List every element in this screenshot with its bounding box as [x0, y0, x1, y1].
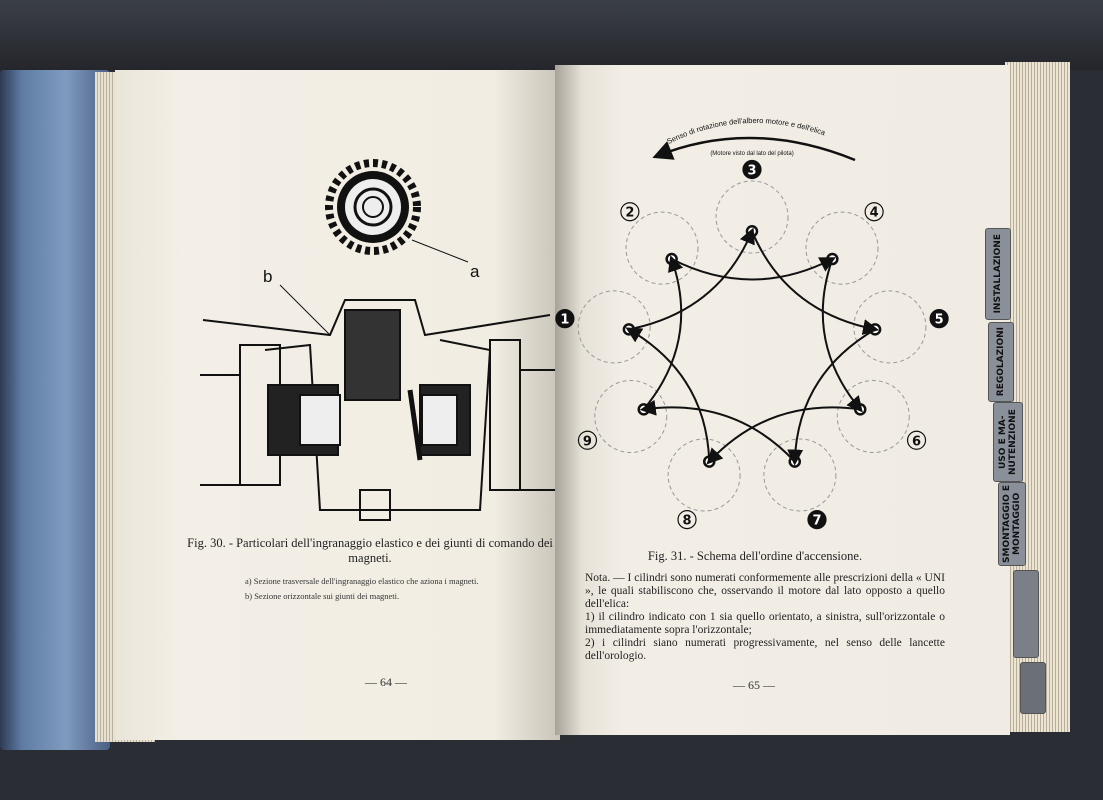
note-item-1: 1) il cilindro indicato con 1 sia quello…	[585, 611, 945, 636]
firing-order-arrow	[671, 257, 836, 281]
cylinder-outline	[805, 211, 879, 285]
cylinder-number-badge	[577, 430, 598, 450]
firing-order-arrow	[751, 230, 880, 335]
note-paragraph: Nota. — I cilindri sono numerati conform…	[585, 572, 945, 610]
firing-order-arrow	[628, 227, 755, 331]
book-cover	[0, 70, 110, 750]
right-page	[555, 65, 1010, 735]
cylinder-number-badge	[555, 309, 575, 329]
tab-regolazioni[interactable]: REGOLAZIONI	[988, 322, 1014, 402]
rotation-arrow	[652, 136, 856, 162]
tab-6[interactable]	[1020, 662, 1046, 714]
cylinder-number: 2	[625, 206, 634, 221]
firing-order-arrow	[706, 406, 861, 465]
cylinder-outline	[577, 290, 651, 364]
diagram-subtitle: (Motore visto dal lato del pilota)	[710, 151, 793, 157]
firing-order-arrow	[639, 399, 796, 463]
background	[0, 0, 1103, 70]
tab-uso-e-manutenzione[interactable]: USO E MA- NUTENZIONE	[993, 402, 1023, 482]
cylinder-outline	[667, 438, 741, 512]
firing-order-arrow	[821, 258, 863, 413]
label-b: b	[263, 267, 272, 286]
firing-order-arrow	[625, 327, 711, 462]
note-text: Nota. — I cilindri sono numerati conform…	[585, 572, 945, 663]
cylinder-outline	[715, 180, 789, 254]
fig30-legend-a: a) Sezione trasversale dell'ingranaggio …	[245, 576, 479, 586]
cylinder-number-badge	[677, 510, 697, 530]
cylinder-number-badge	[864, 202, 884, 222]
tab-5[interactable]	[1013, 570, 1039, 658]
cylinder-number: 3	[747, 164, 756, 179]
cylinder-outline	[594, 380, 668, 453]
cylinder-outline	[836, 380, 910, 453]
firing-order-arrow	[787, 328, 876, 466]
cylinder-outline	[853, 290, 927, 364]
cylinder-number-badge	[929, 309, 949, 329]
cylinder-number: 7	[812, 514, 821, 529]
cylinder-number: 4	[870, 206, 879, 221]
gear-section-drawing	[200, 299, 555, 521]
cylinder-number: 8	[682, 514, 691, 529]
note-item-2: 2) i cilindri siano numerati progressiva…	[585, 637, 945, 662]
cylinder-number: 1	[560, 313, 569, 328]
cylinder-number: 6	[912, 434, 921, 449]
cylinder-number-badge	[620, 202, 640, 222]
cylinder-outline	[763, 438, 837, 512]
diagram-title-text: Senso di rotazione dell'albero motore e …	[665, 116, 827, 146]
firing-order-arrow	[642, 255, 684, 411]
page-number-right: — 65 —	[733, 678, 775, 692]
tab-smontaggio-e-montaggio[interactable]: SMONTAGGIO E MONTAGGIO	[998, 482, 1026, 566]
cylinder-number-badge	[742, 159, 762, 180]
label-a: a	[470, 262, 480, 281]
page-number-left: — 64 —	[365, 675, 407, 689]
cylinder-number-badge	[807, 510, 827, 530]
cylinder-outline	[625, 211, 699, 285]
fig31-caption: Fig. 31. - Schema dell'ordine d'accensio…	[647, 549, 863, 563]
cylinder-number: 9	[583, 434, 592, 449]
diagram-title: Senso di rotazione dell'albero motore e …	[665, 116, 827, 146]
fig30-legend-b: b) Sezione orizzontale sui giunti dei ma…	[245, 591, 400, 601]
fig30-caption: Fig. 30. - Particolari dell'ingranaggio …	[187, 536, 553, 565]
tab-installazione[interactable]: INSTALLAZIONE	[985, 228, 1011, 320]
gear-icon	[325, 159, 421, 255]
cylinder-number-badge	[906, 430, 927, 450]
cylinder-number: 5	[935, 313, 944, 328]
